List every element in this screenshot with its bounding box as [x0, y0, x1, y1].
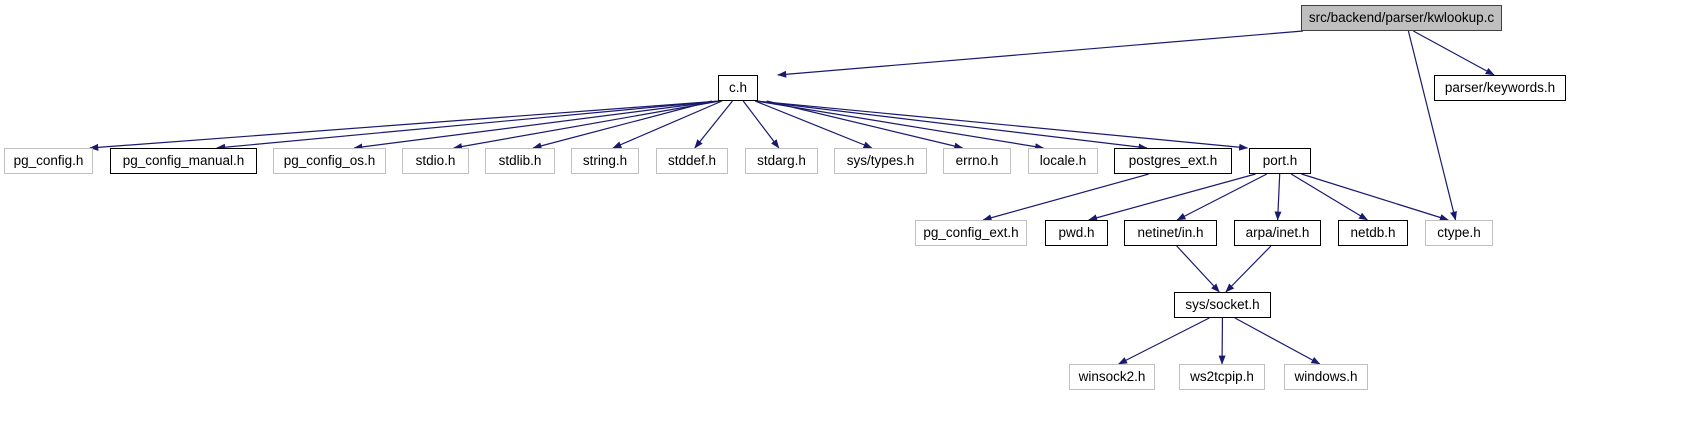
- graph-node-pg_config_ext[interactable]: pg_config_ext.h: [915, 220, 1027, 246]
- graph-node-arpa_inet[interactable]: arpa/inet.h: [1234, 220, 1321, 246]
- graph-edge-port-to-arpa_inet: [1274, 173, 1282, 221]
- graph-edge-c_h-to-port: [755, 100, 1249, 151]
- graph-node-label: pg_config_ext.h: [923, 225, 1019, 241]
- graph-node-port[interactable]: port.h: [1249, 148, 1311, 174]
- graph-node-label: stddef.h: [667, 153, 717, 169]
- graph-node-label: port.h: [1262, 153, 1298, 169]
- graph-node-keywords[interactable]: parser/keywords.h: [1434, 75, 1566, 101]
- graph-node-label: stdarg.h: [757, 153, 806, 169]
- graph-node-errno[interactable]: errno.h: [943, 148, 1011, 174]
- graph-node-pg_config_man[interactable]: pg_config_manual.h: [110, 148, 257, 174]
- graph-node-pg_config[interactable]: pg_config.h: [4, 148, 93, 174]
- graph-node-label: stdio.h: [415, 153, 456, 169]
- graph-edge-c_h-to-stdarg: [742, 100, 780, 149]
- graph-edge-port-to-pwd: [1088, 173, 1256, 222]
- graph-node-label: pg_config_manual.h: [122, 153, 245, 169]
- graph-node-label: ctype.h: [1437, 225, 1481, 241]
- graph-node-c_h[interactable]: c.h: [718, 75, 758, 101]
- graph-edge-kwlookup-to-keywords: [1413, 30, 1495, 76]
- graph-edge-postgres_ext-to-pg_config_ext: [982, 173, 1149, 222]
- graph-node-netdb[interactable]: netdb.h: [1338, 220, 1408, 246]
- graph-edge-port-to-netinet_in: [1176, 173, 1268, 221]
- graph-node-label: pg_config.h: [13, 153, 84, 169]
- graph-node-label: sys/socket.h: [1185, 297, 1260, 313]
- graph-node-kwlookup[interactable]: src/backend/parser/kwlookup.c: [1301, 5, 1502, 31]
- graph-node-label: pg_config_os.h: [283, 153, 376, 169]
- graph-node-label: string.h: [582, 153, 628, 169]
- graph-node-stdarg[interactable]: stdarg.h: [745, 148, 818, 174]
- graph-edge-c_h-to-pg_config_os: [353, 100, 721, 151]
- graph-node-label: c.h: [728, 80, 747, 96]
- graph-node-sys_socket[interactable]: sys/socket.h: [1174, 292, 1271, 318]
- graph-node-string[interactable]: string.h: [571, 148, 639, 174]
- graph-edge-netinet_in-to-sys_socket: [1176, 245, 1220, 293]
- graph-node-label: netdb.h: [1350, 225, 1396, 241]
- graph-edge-c_h-to-pg_config: [89, 100, 721, 151]
- graph-node-pwd[interactable]: pwd.h: [1045, 220, 1108, 246]
- graph-edge-c_h-to-stddef: [694, 100, 733, 149]
- graph-edge-c_h-to-locale: [755, 100, 1045, 151]
- graph-edge-c_h-to-string: [612, 100, 723, 149]
- graph-node-ws2tcpip[interactable]: ws2tcpip.h: [1179, 364, 1265, 390]
- graph-edge-port-to-ctype: [1301, 173, 1449, 221]
- graph-node-winsock2[interactable]: winsock2.h: [1069, 364, 1155, 390]
- graph-node-label: winsock2.h: [1078, 369, 1146, 385]
- graph-node-systypes[interactable]: sys/types.h: [834, 148, 927, 174]
- graph-edge-c_h-to-systypes: [754, 100, 873, 149]
- graph-edge-kwlookup-to-ctype: [1407, 30, 1457, 221]
- graph-edge-sys_socket-to-windows: [1234, 317, 1321, 365]
- graph-node-label: ws2tcpip.h: [1190, 369, 1254, 385]
- graph-node-label: parser/keywords.h: [1444, 80, 1556, 96]
- graph-node-label: pwd.h: [1058, 225, 1095, 241]
- graph-node-label: src/backend/parser/kwlookup.c: [1308, 10, 1495, 26]
- graph-node-netinet_in[interactable]: netinet/in.h: [1124, 220, 1217, 246]
- graph-edge-port-to-netdb: [1290, 173, 1368, 221]
- graph-edge-c_h-to-postgres_ext: [755, 100, 1148, 151]
- graph-node-label: errno.h: [955, 153, 999, 169]
- graph-edge-sys_socket-to-winsock2: [1118, 317, 1210, 365]
- graph-node-windows[interactable]: windows.h: [1284, 364, 1368, 390]
- graph-node-postgres_ext[interactable]: postgres_ext.h: [1114, 148, 1232, 174]
- graph-node-stdio[interactable]: stdio.h: [402, 148, 469, 174]
- graph-edge-arpa_inet-to-sys_socket: [1225, 245, 1272, 293]
- graph-edge-kwlookup-to-c_h: [777, 30, 1304, 78]
- graph-node-locale[interactable]: locale.h: [1028, 148, 1098, 174]
- graph-node-stddef[interactable]: stddef.h: [656, 148, 728, 174]
- graph-node-label: stdlib.h: [498, 153, 542, 169]
- graph-node-label: sys/types.h: [846, 153, 915, 169]
- graph-node-label: locale.h: [1039, 153, 1087, 169]
- graph-edge-c_h-to-errno: [766, 100, 964, 150]
- graph-edge-c_h-to-stdlib: [532, 100, 712, 150]
- graph-node-label: windows.h: [1294, 369, 1358, 385]
- graph-node-label: arpa/inet.h: [1245, 225, 1310, 241]
- graph-node-stdlib[interactable]: stdlib.h: [485, 148, 555, 174]
- graph-node-label: netinet/in.h: [1137, 225, 1204, 241]
- graph-edge-c_h-to-stdio: [453, 100, 721, 150]
- graph-node-ctype[interactable]: ctype.h: [1425, 220, 1493, 246]
- graph-edge-c_h-to-pg_config_man: [216, 100, 721, 151]
- graph-node-label: postgres_ext.h: [1128, 153, 1218, 169]
- graph-node-pg_config_os[interactable]: pg_config_os.h: [273, 148, 386, 174]
